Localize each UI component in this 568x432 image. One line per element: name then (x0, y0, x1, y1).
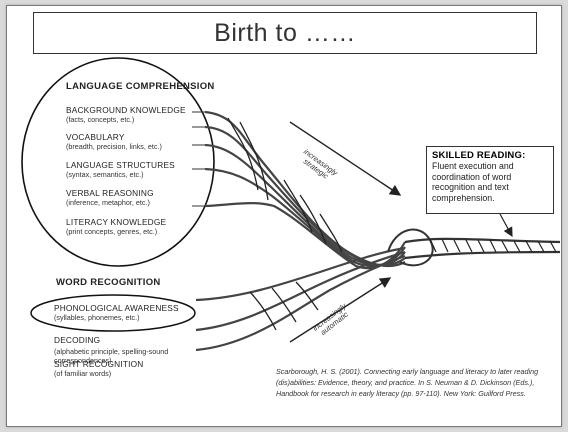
skilled-reading-box: SKILLED READING: Fluent execution and co… (426, 146, 554, 214)
lc-item-literacy-knowledge: LITERACY KNOWLEDGE (print concepts, genr… (66, 218, 166, 236)
lc-item-verbal-reasoning: VERBAL REASONING (inference, metaphor, e… (66, 189, 154, 207)
language-comprehension-heading: LANGUAGE COMPREHENSION (66, 82, 215, 93)
lc-item-detail: (facts, concepts, etc.) (66, 116, 186, 124)
word-recognition-heading: WORD RECOGNITION (56, 278, 161, 289)
lc-item-detail: (syntax, semantics, etc.) (66, 171, 175, 179)
skilled-reading-heading: SKILLED READING: (432, 150, 548, 161)
lc-item-language-structures: LANGUAGE STRUCTURES (syntax, semantics, … (66, 161, 175, 179)
combined-rope (405, 239, 560, 258)
wr-item-sight-recognition: SIGHT RECOGNITION (of familiar words) (54, 360, 143, 378)
lc-item-detail: (breadth, precision, links, etc.) (66, 143, 162, 151)
wr-item-label: DECODING (54, 335, 100, 345)
label-leaders (192, 112, 205, 206)
skilled-reading-arrow (500, 214, 512, 236)
wr-item-detail: (syllables, phonemes, etc.) (54, 314, 179, 322)
wr-item-phonological-awareness: PHONOLOGICAL AWARENESS (syllables, phone… (54, 304, 179, 322)
lc-item-background-knowledge: BACKGROUND KNOWLEDGE (facts, concepts, e… (66, 106, 186, 124)
skilled-reading-body: Fluent execution and coordination of wor… (432, 161, 548, 204)
upper-rope-strands (205, 112, 405, 268)
lc-item-detail: (inference, metaphor, etc.) (66, 199, 154, 207)
lc-item-vocabulary: VOCABULARY (breadth, precision, links, e… (66, 133, 162, 151)
wr-item-detail: (of familiar words) (54, 370, 143, 378)
lc-item-detail: (print concepts, genres, etc.) (66, 228, 166, 236)
citation: Scarborough, H. S. (2001). Connecting ea… (276, 366, 558, 399)
